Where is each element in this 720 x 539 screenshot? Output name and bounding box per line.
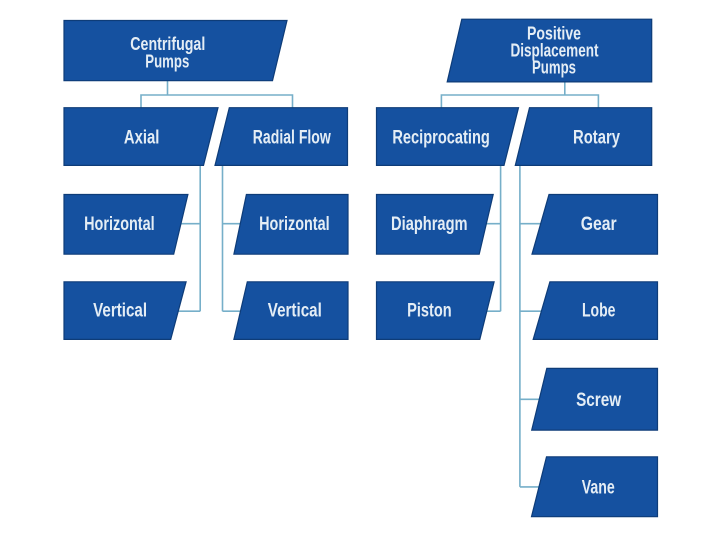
svg-text:Rotary: Rotary <box>573 127 620 149</box>
svg-text:Piston: Piston <box>407 300 452 322</box>
svg-text:Reciprocating: Reciprocating <box>392 127 490 149</box>
svg-text:Gear: Gear <box>581 213 617 235</box>
svg-text:Vane: Vane <box>582 477 615 499</box>
svg-text:Centrifugal: Centrifugal <box>130 34 205 54</box>
svg-text:Lobe: Lobe <box>582 300 616 322</box>
svg-text:Pumps: Pumps <box>532 58 576 78</box>
svg-text:Displacement: Displacement <box>511 41 599 61</box>
svg-text:Positive: Positive <box>527 24 581 44</box>
svg-text:Horizontal: Horizontal <box>259 213 330 235</box>
svg-text:Pumps: Pumps <box>145 51 189 71</box>
svg-text:Radial Flow: Radial Flow <box>253 127 332 149</box>
svg-text:Screw: Screw <box>576 389 622 411</box>
svg-text:Horizontal: Horizontal <box>84 213 155 235</box>
svg-text:Vertical: Vertical <box>93 300 147 322</box>
svg-text:Diaphragm: Diaphragm <box>391 213 468 235</box>
svg-text:Axial: Axial <box>124 127 160 149</box>
svg-text:Vertical: Vertical <box>268 300 322 322</box>
